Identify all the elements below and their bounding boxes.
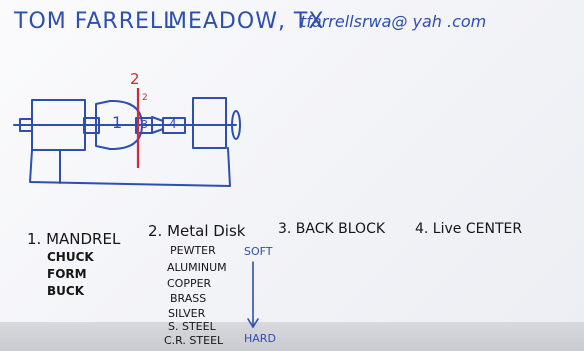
legend-disk-item: C.R. STEEL bbox=[164, 334, 224, 347]
legend-disk-item: S. STEEL bbox=[168, 320, 216, 333]
legend-disk-item: SILVER bbox=[168, 307, 206, 320]
mandrel bbox=[95, 100, 143, 150]
lathe-bed bbox=[29, 147, 231, 187]
legend-mandrel-item: FORM bbox=[47, 267, 87, 281]
spindle-stub bbox=[19, 118, 33, 132]
hardness-arrow-head bbox=[247, 318, 259, 329]
part-4-label: 4 bbox=[169, 117, 177, 131]
disk-marker-label: 2 bbox=[130, 70, 140, 88]
handwheel bbox=[231, 110, 241, 140]
legend-disk-item: BRASS bbox=[170, 292, 207, 305]
legend-back-block-heading: 3. BACK BLOCK bbox=[278, 221, 386, 237]
tailstock bbox=[192, 97, 227, 149]
legend-mandrel-item: BUCK bbox=[47, 284, 84, 298]
part-3-label: 3 bbox=[141, 118, 148, 131]
legend-mandrel-item: CHUCK bbox=[47, 250, 94, 264]
author-name: TOM FARRELL bbox=[14, 9, 177, 34]
whiteboard-tray bbox=[0, 322, 584, 351]
legend-disk-item: ALUMINUM bbox=[167, 261, 227, 274]
legend-live-center-heading: 4. Live CENTER bbox=[415, 221, 523, 237]
legend-mandrel-heading: 1. MANDREL bbox=[27, 230, 121, 248]
chuck-flange bbox=[83, 117, 100, 134]
author-location: MEADOW, TX bbox=[168, 9, 325, 34]
legend-disk-heading: 2. Metal Disk bbox=[148, 222, 246, 240]
disk-small-label: 2 bbox=[142, 93, 148, 103]
part-1-label: 1 bbox=[112, 113, 123, 132]
legend-disk-item: PEWTER bbox=[170, 244, 216, 257]
author-email: tfarrellsrwa@ yah .com bbox=[300, 12, 487, 31]
live-center-taper bbox=[151, 116, 164, 134]
legend-disk-item: COPPER bbox=[167, 277, 212, 290]
scale-hard-label: HARD bbox=[244, 332, 276, 345]
scale-soft-label: SOFT bbox=[244, 245, 273, 258]
